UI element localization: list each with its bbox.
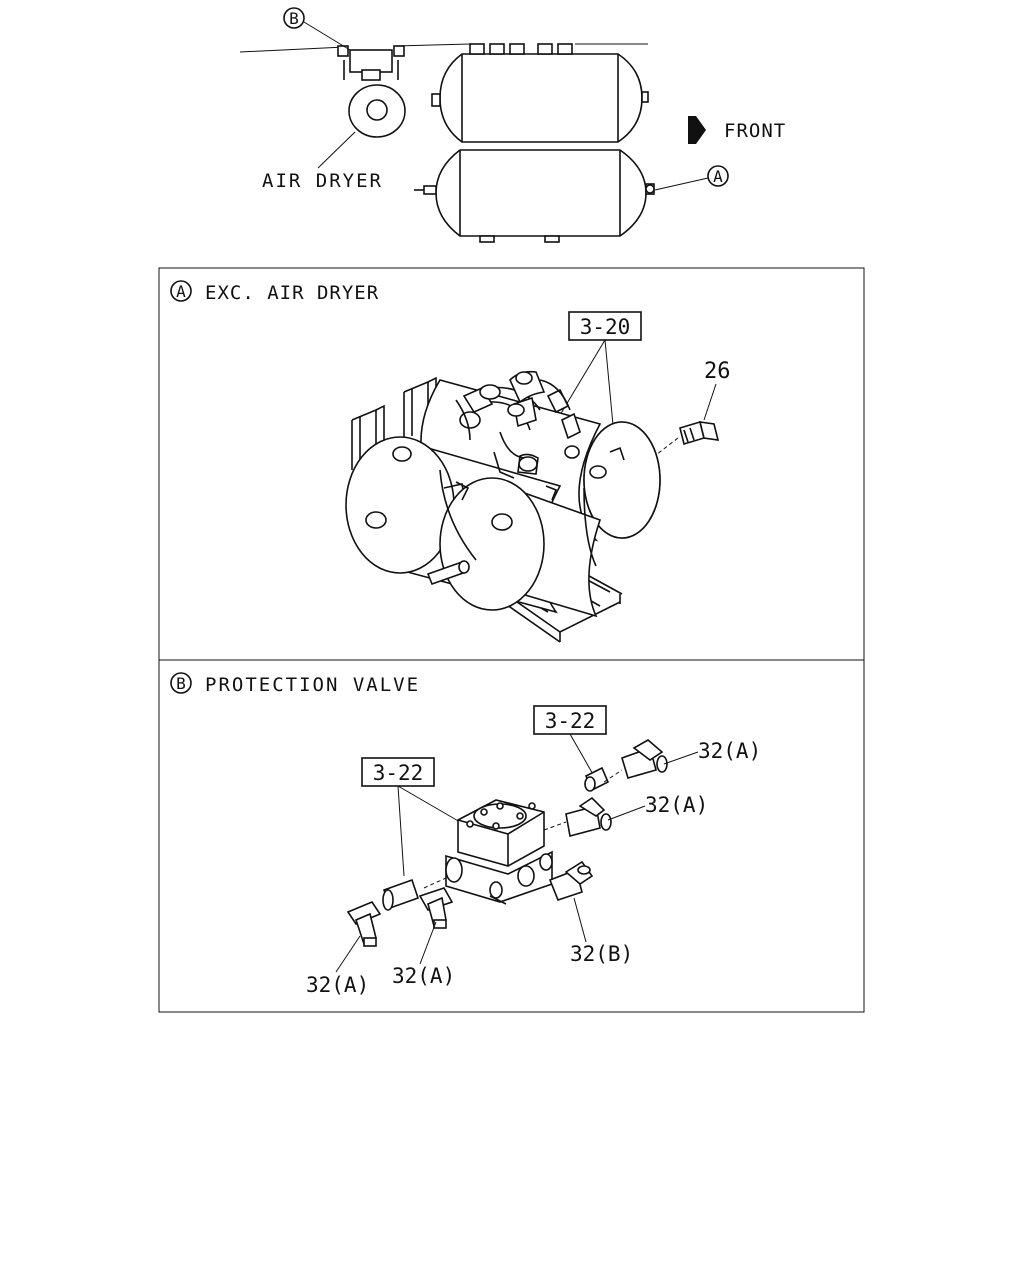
panel-b: B PROTECTION VALVE 3-22 3-22 [158, 659, 865, 1013]
part-32b-label: 32(B) [570, 942, 633, 966]
panel-a-marker-circle [170, 280, 192, 302]
fitting-32a-middle [565, 796, 612, 837]
ref-3-22-upper-leader [569, 733, 595, 777]
protection-valve-body [445, 799, 553, 905]
air-dryer-overview [348, 84, 406, 138]
panel-a-marker: A [176, 282, 186, 301]
drain-pipe [426, 560, 470, 586]
air-dryer-label: AIR DRYER [262, 170, 383, 192]
callout-a-leader [654, 177, 709, 191]
callout-a-label: A [713, 167, 723, 186]
fitting-32a-lower-left [346, 901, 382, 947]
ref-box-3-20-label: 3-20 [580, 315, 631, 339]
air-dryer-leader [317, 131, 356, 169]
part-32a-upper-leader [663, 751, 699, 765]
ref-box-3-20 [568, 311, 642, 341]
part-32a-lower-left-leader [335, 935, 361, 973]
part-32b-leader [573, 897, 587, 943]
ref-box-3-22-lower-label: 3-22 [373, 761, 424, 785]
callout-b-leader [303, 21, 351, 51]
tank-piping [455, 370, 581, 501]
front-right-air-tank [439, 477, 602, 618]
fitting-32a-lower-center [418, 887, 454, 929]
part-32a-middle-label: 32(A) [645, 793, 708, 817]
ref-box-3-22-upper-label: 3-22 [545, 709, 596, 733]
front-label: FRONT [724, 120, 786, 142]
part-26-label: 26 [704, 359, 731, 384]
ref-box-3-22-lower [361, 757, 435, 787]
ref-box-3-22-upper [533, 705, 607, 735]
panel-b-marker: B [176, 674, 186, 693]
install-line-lower [423, 877, 447, 889]
part-26-install-line [651, 437, 679, 459]
install-line-upper [603, 769, 623, 783]
panel-b-title: PROTECTION VALVE [205, 674, 420, 696]
part-32a-lower-center-label: 32(A) [392, 964, 455, 988]
panel-a-title: EXC. AIR DRYER [205, 282, 379, 304]
part-32a-upper-label: 32(A) [698, 739, 761, 763]
part-32a-lower-left-label: 32(A) [306, 973, 369, 997]
protection-valve-overview [337, 45, 405, 81]
part-32a-middle-leader [607, 805, 646, 821]
install-line-middle [543, 821, 567, 831]
frame-rail-line [239, 43, 648, 53]
panel-a: A EXC. AIR DRYER 3-20 26 [158, 267, 865, 661]
tank-straps [439, 399, 597, 567]
upper-air-tank [431, 43, 649, 143]
fitting-32a-upper [621, 739, 668, 779]
ref-3-20-leaders [559, 339, 614, 426]
fitting-32b [548, 860, 594, 901]
part-32a-lower-center-leader [419, 921, 437, 965]
callout-b-label: B [289, 9, 299, 28]
front-arrow-icon [688, 116, 706, 144]
panel-b-marker-circle [170, 672, 192, 694]
ref-3-22-lower-leaders [397, 785, 461, 877]
lower-air-tank [414, 149, 655, 243]
callout-a-circle [707, 165, 729, 187]
overview-section: AIR DRYER B [239, 7, 786, 243]
part-26-leader [703, 383, 717, 421]
part-26-elbow-fitting [679, 420, 720, 446]
lower-connector-3-22 [382, 878, 420, 911]
callout-b-circle [283, 7, 305, 29]
panel-b-frame [158, 659, 865, 1013]
upper-connector-3-22 [584, 766, 610, 792]
